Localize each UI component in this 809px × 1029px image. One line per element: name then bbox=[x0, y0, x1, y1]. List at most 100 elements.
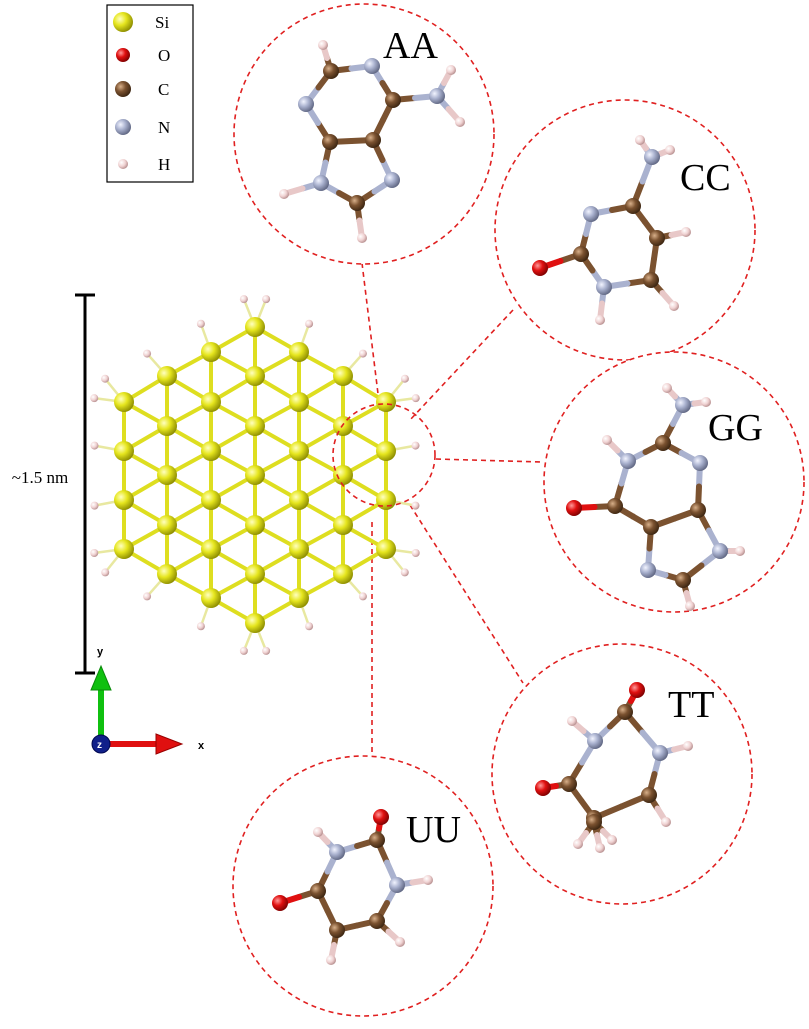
si-atom bbox=[157, 564, 177, 584]
molecule-tt-circle bbox=[491, 643, 753, 905]
h-atom bbox=[196, 319, 205, 328]
h-atom bbox=[358, 592, 367, 601]
si-atom bbox=[245, 564, 265, 584]
c-atom bbox=[641, 787, 657, 803]
h-atom bbox=[683, 741, 693, 751]
c-atom bbox=[385, 92, 401, 108]
c-atom bbox=[322, 134, 338, 150]
si-atom bbox=[289, 441, 309, 461]
n-atom bbox=[329, 844, 345, 860]
molecule-tt-structure bbox=[535, 682, 693, 853]
molecule-aa-panel: AA bbox=[233, 3, 495, 265]
si-atom bbox=[201, 392, 221, 412]
o-atom bbox=[373, 809, 389, 825]
molecule-tt-panel: TT bbox=[491, 643, 753, 905]
h-atom bbox=[635, 135, 645, 145]
si-atom bbox=[289, 392, 309, 412]
h-atom bbox=[90, 441, 99, 450]
h-atom bbox=[685, 601, 695, 611]
si-atom bbox=[333, 515, 353, 535]
si-atom bbox=[114, 490, 134, 510]
molecule-aa-structure bbox=[279, 40, 465, 243]
h-atom bbox=[239, 646, 248, 655]
n-atom bbox=[692, 455, 708, 471]
c-atom bbox=[561, 776, 577, 792]
legend-h-icon bbox=[118, 159, 128, 169]
n-atom bbox=[389, 877, 405, 893]
y-axis-arrow-icon bbox=[90, 664, 112, 691]
h-atom bbox=[143, 349, 152, 358]
legend: Si O C N H bbox=[106, 4, 194, 183]
x-axis-label: x bbox=[198, 740, 205, 752]
n-atom bbox=[640, 562, 656, 578]
molecule-uu-structure bbox=[272, 809, 433, 965]
n-atom bbox=[587, 733, 603, 749]
si-atom bbox=[333, 465, 353, 485]
c-atom bbox=[349, 195, 365, 211]
molecule-gg-structure bbox=[566, 383, 745, 611]
h-atom bbox=[305, 622, 314, 631]
c-atom bbox=[573, 246, 589, 262]
si-atom bbox=[289, 588, 309, 608]
h-atom bbox=[318, 40, 328, 50]
x-axis-arrow-icon bbox=[155, 733, 184, 755]
si-atom bbox=[114, 539, 134, 559]
o-atom bbox=[532, 260, 548, 276]
si-nanocluster bbox=[90, 295, 420, 655]
si-atom bbox=[114, 441, 134, 461]
n-atom bbox=[675, 397, 691, 413]
n-atom bbox=[596, 279, 612, 295]
legend-label-si: Si bbox=[155, 13, 169, 32]
molecule-gg-panel: GG bbox=[543, 351, 805, 613]
si-atom bbox=[157, 465, 177, 485]
legend-o-icon bbox=[116, 48, 130, 62]
legend-si-icon bbox=[113, 12, 133, 32]
h-atom bbox=[358, 349, 367, 358]
legend-n-icon bbox=[115, 119, 131, 135]
h-atom bbox=[455, 117, 465, 127]
si-atom bbox=[201, 539, 221, 559]
h-atom bbox=[305, 319, 314, 328]
n-atom bbox=[652, 745, 668, 761]
legend-label-c: C bbox=[158, 80, 169, 99]
c-atom bbox=[607, 498, 623, 514]
h-atom bbox=[326, 955, 336, 965]
h-atom bbox=[735, 546, 745, 556]
c-atom bbox=[617, 704, 633, 720]
h-atom bbox=[101, 374, 110, 383]
si-atom bbox=[376, 490, 396, 510]
c-atom bbox=[675, 572, 691, 588]
h-atom bbox=[662, 383, 672, 393]
si-atom bbox=[333, 564, 353, 584]
molecule-aa-circle bbox=[233, 3, 495, 265]
si-atom bbox=[245, 515, 265, 535]
o-atom bbox=[272, 895, 288, 911]
h-atom bbox=[90, 501, 99, 510]
h-atom bbox=[90, 549, 99, 558]
c-atom bbox=[365, 132, 381, 148]
legend-label-o: O bbox=[158, 46, 170, 65]
si-atom bbox=[376, 441, 396, 461]
o-atom bbox=[629, 682, 645, 698]
si-atom bbox=[289, 490, 309, 510]
molecule-cc-circle bbox=[494, 99, 756, 361]
h-atom bbox=[262, 646, 271, 655]
si-atom bbox=[114, 392, 134, 412]
h-atom bbox=[262, 295, 271, 304]
si-atom bbox=[157, 366, 177, 386]
c-atom bbox=[655, 435, 671, 451]
h-atom bbox=[446, 65, 456, 75]
molecule-uu-label: UU bbox=[406, 809, 461, 851]
molecule-tt-label: TT bbox=[668, 684, 714, 726]
c-atom bbox=[643, 272, 659, 288]
legend-label-h: H bbox=[158, 155, 170, 174]
h-atom bbox=[101, 568, 110, 577]
c-atom bbox=[649, 230, 665, 246]
c-atom bbox=[323, 63, 339, 79]
h-atom bbox=[573, 839, 583, 849]
c-atom bbox=[643, 519, 659, 535]
n-atom bbox=[644, 149, 660, 165]
h-atom bbox=[143, 592, 152, 601]
